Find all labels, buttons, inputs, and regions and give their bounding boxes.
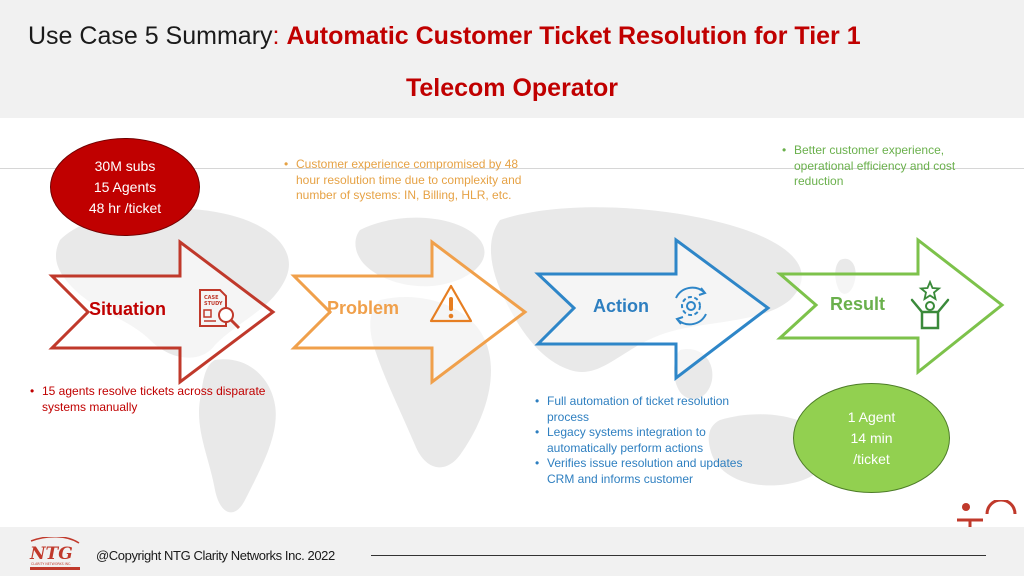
result-arrow	[775, 236, 1005, 376]
situation-arrow	[48, 238, 276, 386]
slide-title: Use Case 5 Summary: Automatic Customer T…	[28, 20, 1018, 52]
result-bullet: Better customer experience, operational …	[780, 143, 1000, 190]
ntg-logo-text: NTG	[29, 544, 73, 564]
case-study-icon-text-1: CASE	[204, 295, 219, 301]
situation-stat-2: 15 Agents	[93, 178, 157, 195]
situation-stats-oval: 30M subs 15 Agents 48 hr /ticket	[50, 138, 200, 236]
problem-arrow	[290, 238, 528, 386]
action-bullet-3: Verifies issue resolution and updates CR…	[533, 456, 743, 487]
footer-band	[0, 527, 1024, 576]
action-bullets: Full automation of ticket resolution pro…	[533, 394, 743, 487]
corner-logo-mark	[957, 500, 1017, 527]
result-label: Result	[830, 294, 886, 314]
success-person-icon	[910, 280, 950, 330]
problem-bullet: Customer experience compromised by 48 ho…	[282, 157, 542, 204]
result-stat-1: 1 Agent	[847, 408, 896, 425]
title-colon: :	[272, 22, 280, 50]
problem-label: Problem	[327, 298, 400, 318]
copyright-text: @Copyright NTG Clarity Networks Inc. 202…	[96, 548, 335, 563]
slide-title-line2: Telecom Operator	[405, 74, 619, 102]
action-label: Action	[593, 296, 649, 316]
situation-label: Situation	[89, 299, 166, 319]
situation-bullet: 15 agents resolve tickets across dispara…	[28, 384, 268, 415]
action-bullet-1: Full automation of ticket resolution pro…	[533, 394, 743, 425]
result-stats-oval: 1 Agent 14 min /ticket	[793, 383, 950, 493]
action-arrow	[534, 237, 771, 382]
situation-stat-3: 48 hr /ticket	[88, 199, 162, 216]
action-bullet-2: Legacy systems integration to automatica…	[533, 425, 743, 456]
ntg-logo-tagline: CLARITY NETWORKS INC.	[31, 562, 71, 566]
title-prefix: Use Case 5 Summary	[28, 22, 273, 50]
result-bullets: Better customer experience, operational …	[780, 143, 1000, 190]
case-study-icon-text-2: STUDY	[204, 301, 223, 307]
ntg-logo: NTG CLARITY NETWORKS INC.	[29, 537, 80, 570]
case-study-icon: CASE STUDY	[199, 289, 241, 330]
automation-gear-icon	[675, 286, 707, 326]
result-stat-3: /ticket	[853, 450, 890, 467]
situation-stat-1: 30M subs	[94, 157, 156, 174]
result-stat-2: 14 min	[850, 429, 893, 446]
footer-rule	[371, 555, 986, 556]
problem-bullets: Customer experience compromised by 48 ho…	[282, 157, 542, 204]
warning-icon	[429, 284, 473, 323]
situation-bullets: 15 agents resolve tickets across dispara…	[28, 384, 268, 415]
header-band	[0, 0, 1024, 118]
title-main: Automatic Customer Ticket Resolution for…	[286, 22, 861, 50]
